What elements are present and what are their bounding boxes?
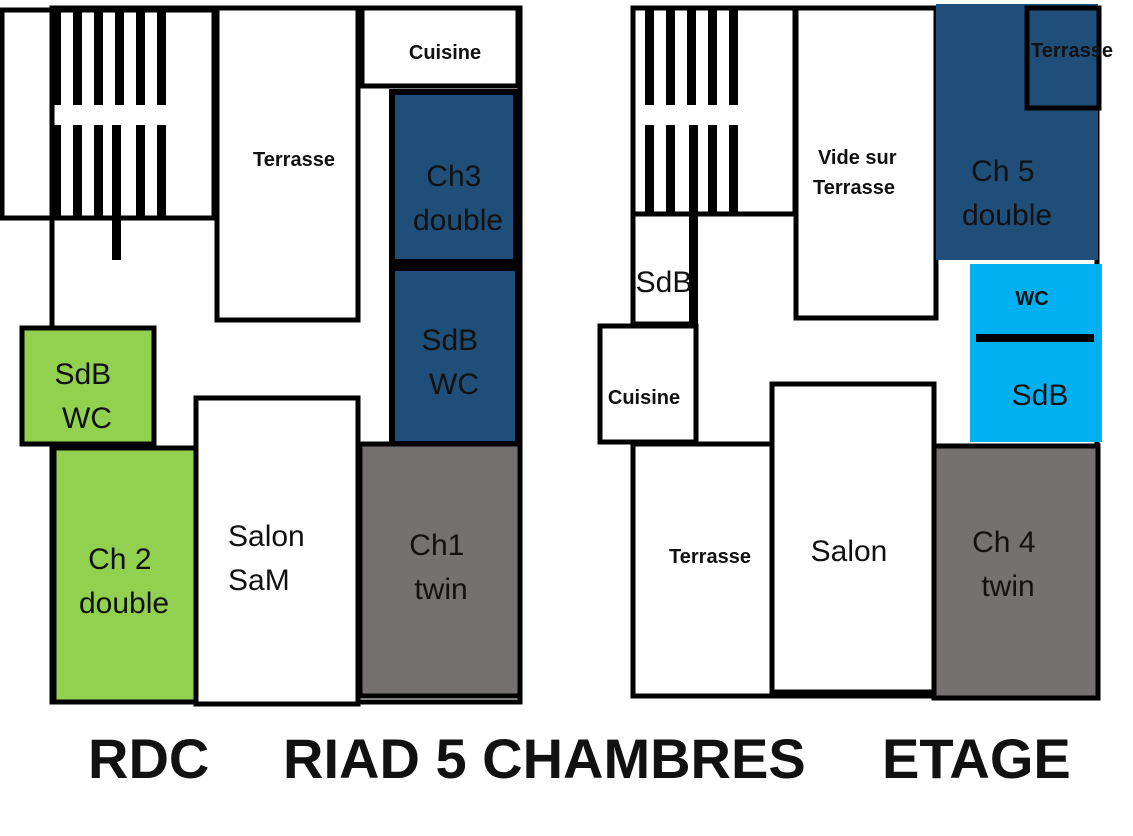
rdc-sdb-wc-left [19, 325, 157, 447]
etage-cuisine [597, 323, 699, 445]
rdc-ch2-label: Ch 2 double [79, 543, 169, 620]
etage-vide-label: Vide sur Terrasse [813, 147, 902, 199]
rdc-ch2-line1: Ch 2 [88, 543, 151, 576]
etage-vide-line2: Terrasse [813, 177, 895, 199]
etage-ch4-label: Ch 4 twin [972, 526, 1044, 603]
rdc-sdb-wc-right-line1: SdB [421, 324, 478, 357]
etage-plan: Vide sur Terrasse Ch 5 double Terrasse S… [597, 4, 1113, 701]
etage-wc-sdb [970, 264, 1102, 442]
etage-salon [769, 381, 937, 695]
rdc-salon-line1: Salon [228, 520, 305, 553]
etage-wc-label: WC [1015, 288, 1048, 310]
etage-ch5-label: Ch 5 double [962, 155, 1052, 232]
etage-sdb-small-label: SdB [636, 266, 693, 299]
rdc-ch3-label: Ch3 double [413, 160, 503, 237]
rdc-staircase [52, 10, 166, 260]
etage-sdb-label: SdB [1012, 379, 1069, 412]
rdc-cuisine [359, 5, 521, 89]
etage-ch4-line2: twin [981, 570, 1034, 603]
rdc-sdb-wc-left-line2: WC [62, 402, 112, 435]
rdc-stair-box [0, 7, 217, 221]
center-caption: RIAD 5 CHAMBRES [283, 727, 806, 790]
rdc-salon-label: Salon SaM [228, 520, 313, 597]
rdc-sdb-wc-left-line1: SdB [54, 358, 111, 391]
rdc-sdb-wc-right [389, 265, 521, 447]
rdc-sdb-wc-right-line2: WC [429, 368, 479, 401]
etage-cuisine-label: Cuisine [608, 387, 680, 409]
rdc-ch1-label: Ch1 twin [409, 529, 472, 606]
etage-terrasse [630, 441, 776, 699]
etage-ch5-line1: Ch 5 [971, 155, 1034, 188]
etage-terrasse-label: Terrasse [669, 546, 751, 568]
rdc-caption: RDC [88, 727, 209, 790]
etage-terrasse-top [1024, 5, 1102, 111]
rdc-ch1-line2: twin [414, 573, 467, 606]
rdc-ch1 [357, 441, 523, 699]
rdc-plan: Terrasse Cuisine Ch3 double SdB WC SdB W… [0, 5, 523, 707]
etage-caption: ETAGE [882, 727, 1071, 790]
rdc-sdb-wc-left-label: SdB WC [54, 358, 119, 435]
etage-ch4 [931, 443, 1101, 701]
rdc-salon [193, 395, 361, 707]
etage-vide-line1: Vide sur [818, 147, 897, 169]
etage-salon-label: Salon [811, 535, 888, 568]
etage-ch4-line1: Ch 4 [972, 526, 1035, 559]
rdc-cuisine-label: Cuisine [409, 42, 481, 64]
rdc-salon-line2: SaM [228, 564, 290, 597]
rdc-ch3 [389, 89, 519, 265]
rdc-ch3-line1: Ch3 [426, 160, 481, 193]
rdc-ch2 [51, 445, 199, 705]
rdc-terrasse-label: Terrasse [253, 149, 335, 171]
rdc-ch2-line2: double [79, 587, 169, 620]
rdc-sdb-wc-right-label: SdB WC [421, 324, 486, 401]
etage-terrasse-top-label: Terrasse [1031, 40, 1113, 62]
rdc-ch1-line1: Ch1 [409, 529, 464, 562]
rdc-ch3-line2: double [413, 204, 503, 237]
etage-ch5-line2: double [962, 199, 1052, 232]
etage-wc-sdb-divider [976, 334, 1094, 342]
rdc-terrasse [214, 5, 361, 323]
